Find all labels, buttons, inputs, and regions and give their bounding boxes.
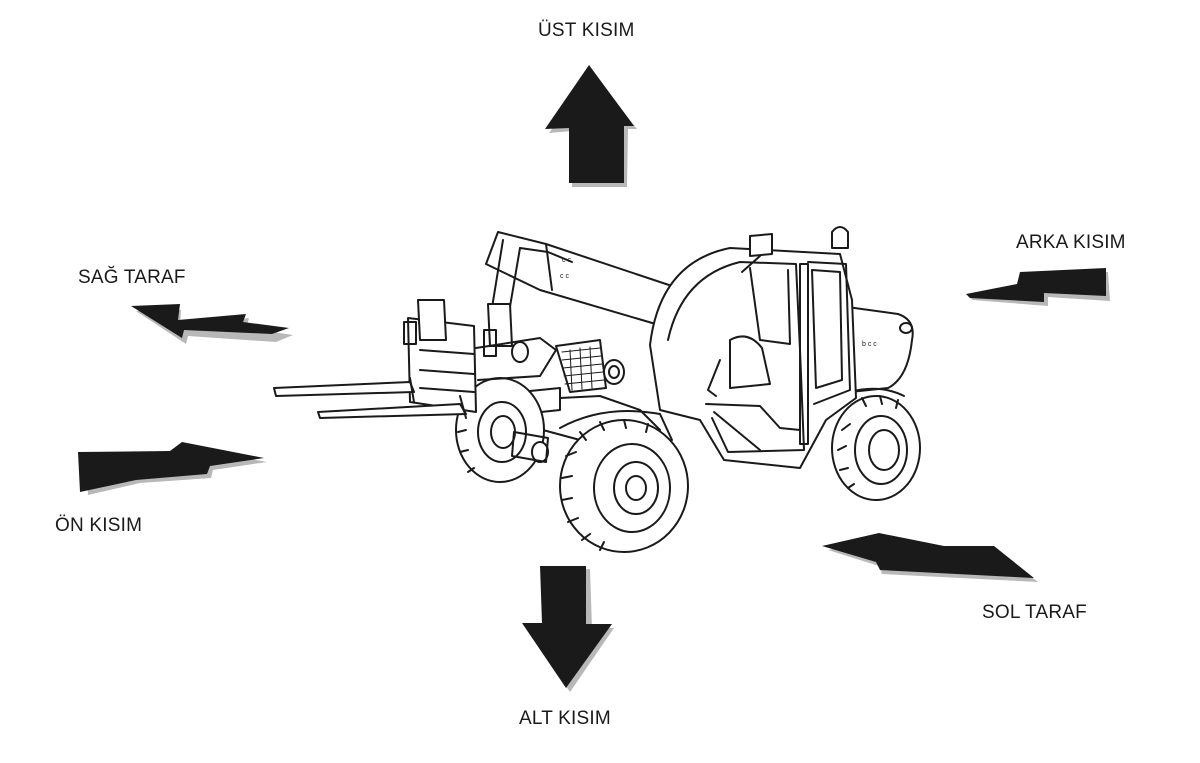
- arrow-front-icon: [78, 442, 267, 495]
- telehandler-icon: c c c c b c c: [273, 226, 921, 553]
- label-front: ÖN KISIM: [55, 515, 143, 536]
- arrow-rear-icon: [966, 268, 1110, 306]
- svg-text:c c: c c: [562, 257, 571, 264]
- label-right-side: SAĞ TARAF: [78, 267, 186, 288]
- arrow-left-side-icon: [822, 533, 1038, 582]
- arrow-right-side-icon: [131, 304, 293, 344]
- label-top: ÜST KISIM: [538, 20, 635, 41]
- arrow-down-icon: [522, 566, 614, 692]
- svg-text:c c: c c: [560, 273, 569, 280]
- arrow-up-icon: [545, 65, 637, 187]
- label-left-side: SOL TARAF: [982, 602, 1087, 623]
- label-rear: ARKA KISIM: [1016, 232, 1126, 253]
- label-bottom: ALT KISIM: [519, 708, 611, 729]
- svg-text:b c c: b c c: [862, 341, 877, 348]
